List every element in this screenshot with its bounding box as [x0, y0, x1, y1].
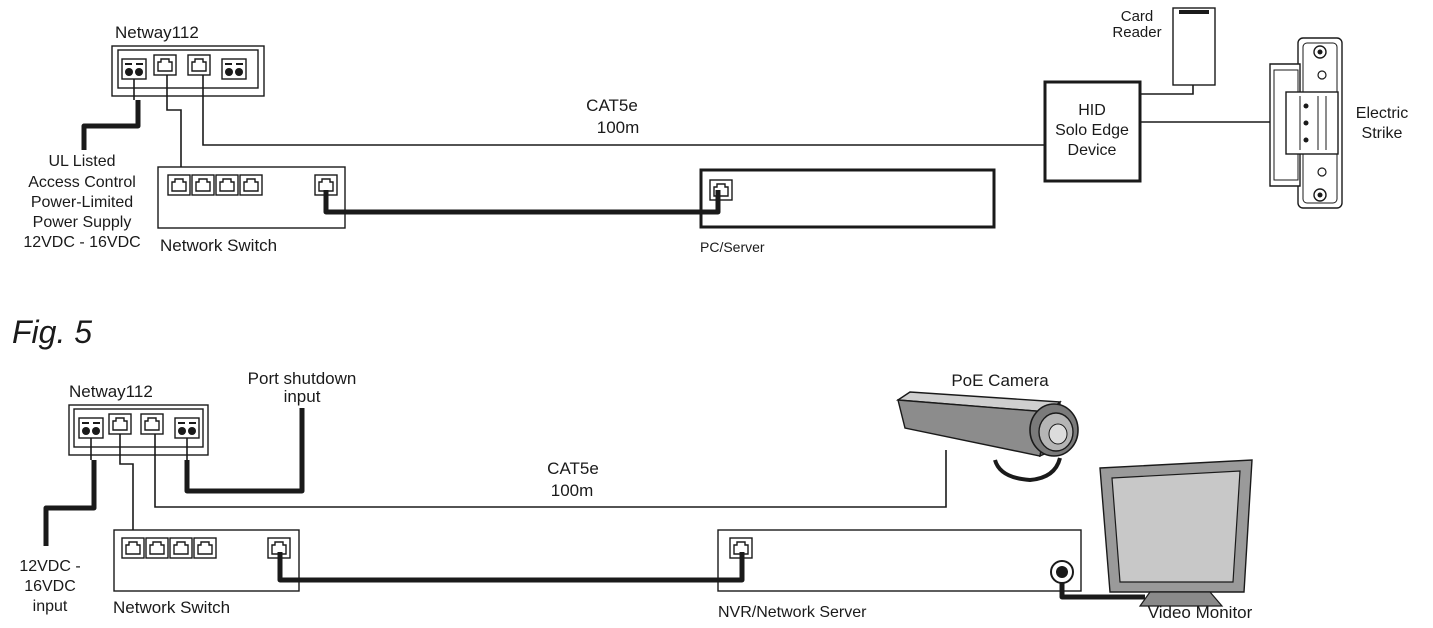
diagram-1: Netway112 CAT5e 100m UL Listed Access Co… — [23, 7, 1408, 255]
cable-label-1: CAT5e — [586, 96, 638, 115]
svg-text:input: input — [284, 387, 321, 406]
diagram-2: Netway112 Port shutdown input 12VDC - 16… — [19, 369, 1253, 622]
card-reader: Card Reader — [1112, 7, 1216, 86]
hid-solo-edge-device: HID Solo Edge Device — [1043, 80, 1142, 183]
nvr-label: NVR/Network Server — [718, 604, 867, 621]
svg-text:12VDC -: 12VDC - — [19, 558, 80, 575]
network-switch-label-2: Network Switch — [113, 598, 230, 617]
svg-text:Power-Limited: Power-Limited — [31, 194, 133, 211]
uplink-cable — [166, 75, 182, 178]
svg-text:Access Control: Access Control — [28, 174, 136, 191]
pc-server — [699, 168, 996, 229]
svg-text:Solo Edge: Solo Edge — [1055, 122, 1129, 139]
netway-label: Netway112 — [115, 23, 199, 42]
netway-port-1 — [153, 54, 177, 76]
power-supply-label: UL Listed Access Control Power-Limited P… — [23, 153, 140, 251]
netway-label-2: Netway112 — [69, 382, 153, 401]
switch-to-nvr-cable — [277, 552, 745, 583]
switch-to-server-cable — [323, 190, 721, 215]
cable-length-label-1: 100m — [597, 118, 640, 137]
port-shutdown-label: Port shutdown input — [248, 369, 357, 406]
cable-length-label-2: 100m — [551, 481, 594, 500]
video-monitor — [1099, 459, 1253, 607]
svg-text:16VDC: 16VDC — [24, 578, 76, 595]
netway-power-terminal — [121, 58, 147, 80]
svg-text:Card: Card — [1121, 8, 1154, 25]
cat5e-cable — [202, 75, 1045, 146]
svg-text:Device: Device — [1068, 142, 1117, 159]
power-input-label: 12VDC - 16VDC input — [19, 558, 80, 615]
svg-text:Strike: Strike — [1362, 125, 1403, 142]
poe-camera-label: PoE Camera — [951, 371, 1049, 390]
network-switch-1 — [157, 166, 346, 229]
svg-text:Reader: Reader — [1112, 24, 1161, 41]
port-shutdown-wire — [184, 408, 305, 494]
network-switch-2 — [113, 529, 300, 592]
power-wire-2 — [43, 460, 97, 546]
reader-wire — [1140, 85, 1194, 95]
netway-port-2 — [187, 54, 211, 76]
nvr-to-monitor-cable — [1059, 583, 1145, 600]
netway112-device-2 — [68, 404, 209, 456]
svg-text:UL Listed: UL Listed — [49, 153, 116, 170]
cable-label-2: CAT5e — [547, 459, 599, 478]
network-switch-label-1: Network Switch — [160, 236, 277, 255]
svg-text:HID: HID — [1078, 102, 1106, 119]
pc-server-label: PC/Server — [700, 239, 765, 255]
svg-text:input: input — [33, 598, 68, 615]
poe-camera — [895, 391, 1079, 483]
figure-label: Fig. 5 — [12, 314, 92, 350]
svg-text:Port shutdown: Port shutdown — [248, 369, 357, 388]
cat5e-cable-2 — [154, 434, 947, 508]
nvr-network-server — [717, 529, 1082, 592]
netway112-device — [111, 45, 265, 97]
power-wire — [81, 100, 141, 150]
video-monitor-label: Video Monitor — [1148, 603, 1253, 622]
uplink-cable-2 — [119, 434, 134, 540]
electric-strike-label: Electric Strike — [1356, 105, 1408, 142]
svg-text:Power Supply: Power Supply — [33, 214, 132, 231]
svg-text:12VDC - 16VDC: 12VDC - 16VDC — [23, 234, 140, 251]
netway-output-terminal — [221, 58, 247, 80]
svg-text:Electric: Electric — [1356, 105, 1408, 122]
electric-strike — [1269, 37, 1343, 209]
